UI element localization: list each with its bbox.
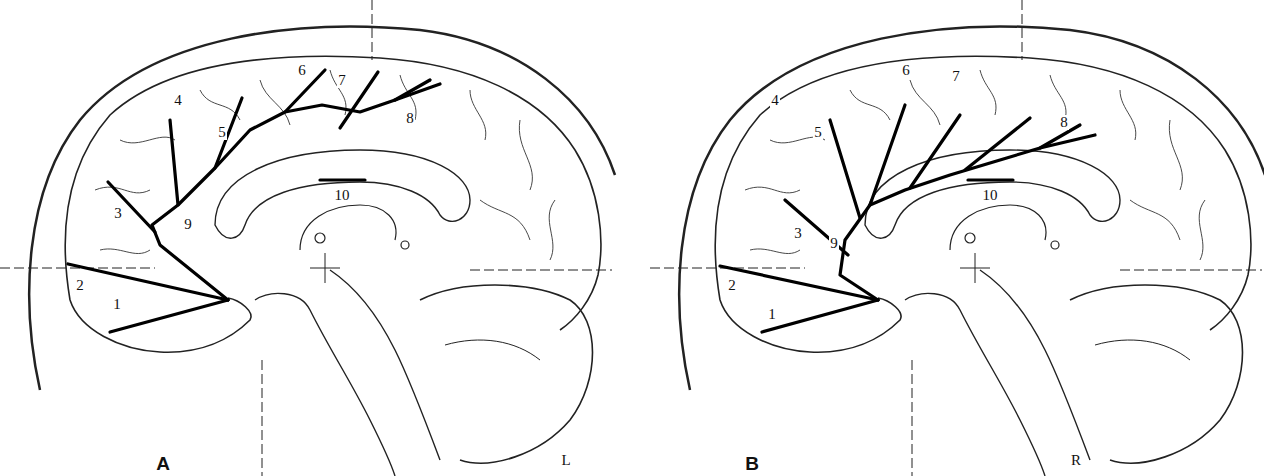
panel-letter: A — [155, 456, 171, 471]
callout-number: 7 — [951, 69, 961, 84]
callout-number: 9 — [183, 217, 193, 232]
callout-number: 4 — [173, 93, 183, 108]
panel-letter: B — [744, 456, 760, 471]
callout-number: R — [1070, 453, 1082, 468]
callout-number: 2 — [75, 278, 85, 293]
callout-number: 8 — [405, 111, 415, 126]
callout-number: 7 — [337, 73, 347, 88]
callout-number: 5 — [217, 125, 227, 140]
callout-number: 4 — [770, 93, 780, 108]
callout-number: 6 — [901, 63, 911, 78]
callout-number: 10 — [982, 188, 999, 203]
callout-number: 2 — [727, 278, 737, 293]
callout-number: 3 — [793, 226, 803, 241]
callout-number: 8 — [1059, 115, 1069, 130]
callout-number: 6 — [297, 63, 307, 78]
callout-number: 10 — [334, 188, 351, 203]
callout-number: 5 — [813, 125, 823, 140]
callout-number: 1 — [112, 297, 122, 312]
callout-number: 9 — [829, 236, 839, 251]
callout-number: L — [560, 453, 571, 468]
callout-number: 3 — [113, 206, 123, 221]
callout-number: 1 — [767, 307, 777, 322]
